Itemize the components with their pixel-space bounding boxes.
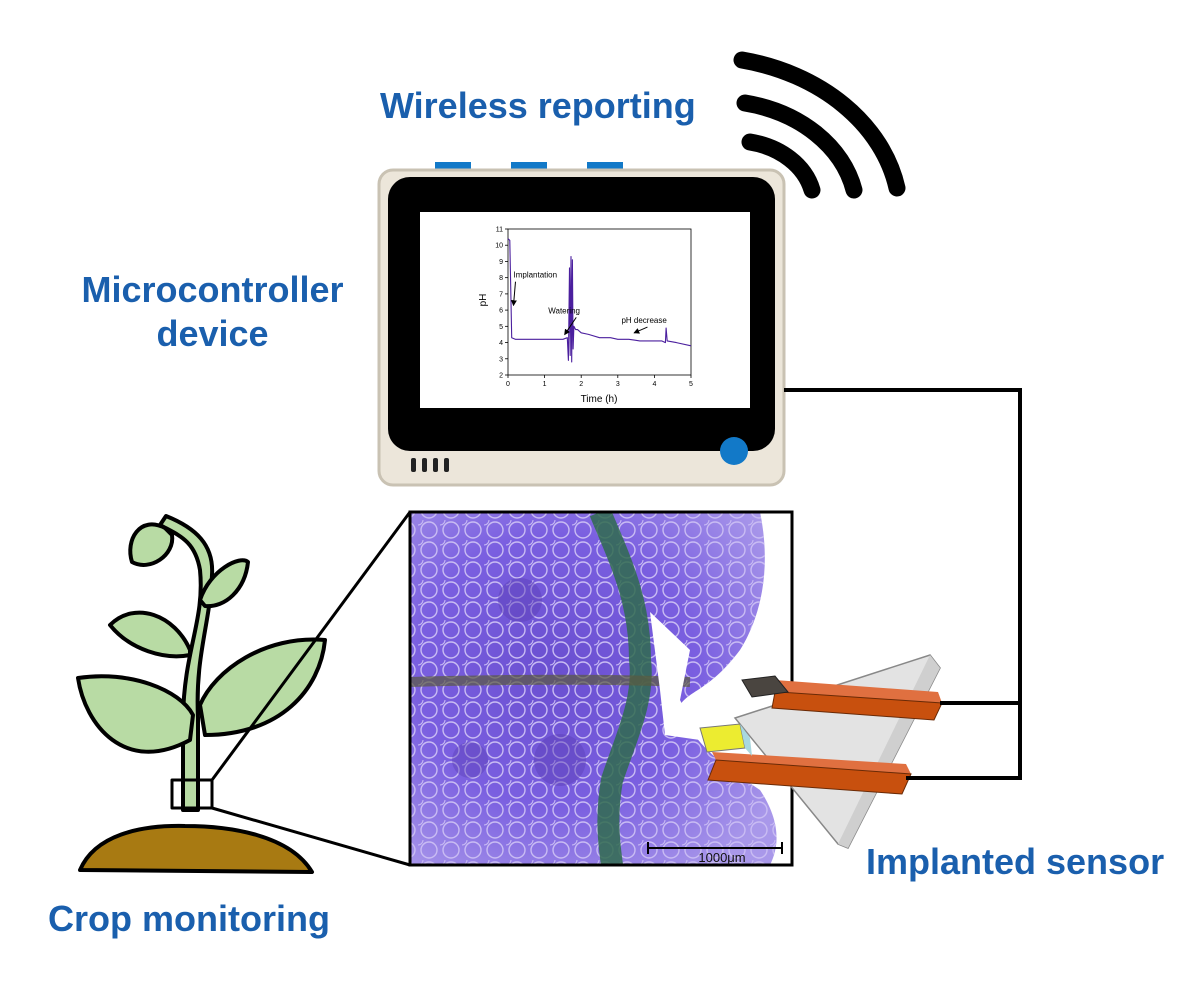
sensing-pad-yellow bbox=[699, 723, 746, 753]
y-tick-label: 2 bbox=[499, 373, 503, 380]
implanted-sensor-label: Implanted sensor bbox=[866, 841, 1165, 882]
chart-xlabel: Time (h) bbox=[581, 394, 618, 405]
leaf-top bbox=[128, 522, 175, 567]
device-top-button bbox=[511, 162, 547, 171]
scale-bar-label: 1000μm bbox=[698, 850, 745, 865]
device-vent bbox=[411, 458, 449, 472]
microcontroller-label-line2: device bbox=[156, 312, 269, 354]
electrode-bottom bbox=[712, 752, 911, 774]
microcontroller-label-line1: Microcontroller bbox=[81, 269, 344, 310]
x-tick-label: 0 bbox=[506, 381, 510, 388]
chart-plot-frame bbox=[507, 228, 692, 376]
leaf-right-small bbox=[198, 558, 250, 609]
device-top-button bbox=[435, 162, 471, 171]
x-tick-label: 1 bbox=[543, 381, 547, 388]
y-tick-label: 5 bbox=[499, 324, 503, 331]
y-tick-label: 3 bbox=[499, 356, 503, 363]
stem bbox=[158, 514, 215, 812]
chart-annotation-arrow bbox=[564, 317, 577, 336]
y-tick-label: 10 bbox=[495, 243, 503, 250]
leaf-right-large bbox=[198, 637, 327, 737]
y-tick-label: 7 bbox=[499, 291, 503, 298]
wireless-signal-icon bbox=[733, 51, 906, 199]
y-tick-label: 8 bbox=[499, 275, 503, 282]
chart-annotation-arrow bbox=[633, 326, 648, 334]
x-tick-label: 5 bbox=[689, 381, 693, 388]
y-tick-label: 4 bbox=[499, 340, 503, 347]
chart-annotation-label: pH decrease bbox=[621, 316, 667, 325]
leaf-left-large bbox=[76, 674, 195, 754]
chart-axes bbox=[505, 228, 692, 378]
ph-series-line bbox=[507, 238, 692, 363]
y-tick-label: 11 bbox=[496, 227, 503, 234]
chart-annotation-arrow bbox=[510, 281, 517, 307]
stem-cross-section-micrograph bbox=[410, 512, 792, 865]
y-tick-label: 6 bbox=[499, 308, 503, 315]
zoom-lines bbox=[210, 511, 412, 867]
x-tick-label: 3 bbox=[616, 381, 620, 388]
chart-tick-labels: 0 1 2 3 4 5 2 3 4 5 6 7 8 9 10 11 bbox=[495, 227, 693, 389]
soil bbox=[78, 823, 314, 874]
chart-series bbox=[507, 238, 692, 363]
chart-annotation-label: Implantation bbox=[513, 271, 557, 280]
device-power-button bbox=[720, 437, 748, 465]
y-tick-label: 9 bbox=[499, 259, 503, 266]
sensing-pad-dark bbox=[741, 675, 789, 698]
wireless-reporting-label: Wireless reporting bbox=[380, 85, 696, 126]
chart-ylabel: pH bbox=[478, 294, 489, 307]
x-tick-label: 2 bbox=[579, 381, 583, 388]
x-tick-label: 4 bbox=[652, 381, 656, 388]
microcontroller-device-label: Microcontroller device bbox=[70, 268, 355, 356]
electrode-top bbox=[775, 680, 942, 703]
crop-monitoring-label: Crop monitoring bbox=[48, 898, 330, 939]
zoom-box bbox=[170, 778, 214, 810]
chart-annotation-label: Watering bbox=[548, 306, 580, 315]
leaf-left-mid bbox=[108, 610, 192, 659]
connection-wires bbox=[784, 388, 1022, 780]
device-top-button bbox=[587, 162, 623, 171]
plant-illustration bbox=[76, 514, 327, 874]
implanted-sensor bbox=[699, 654, 943, 849]
